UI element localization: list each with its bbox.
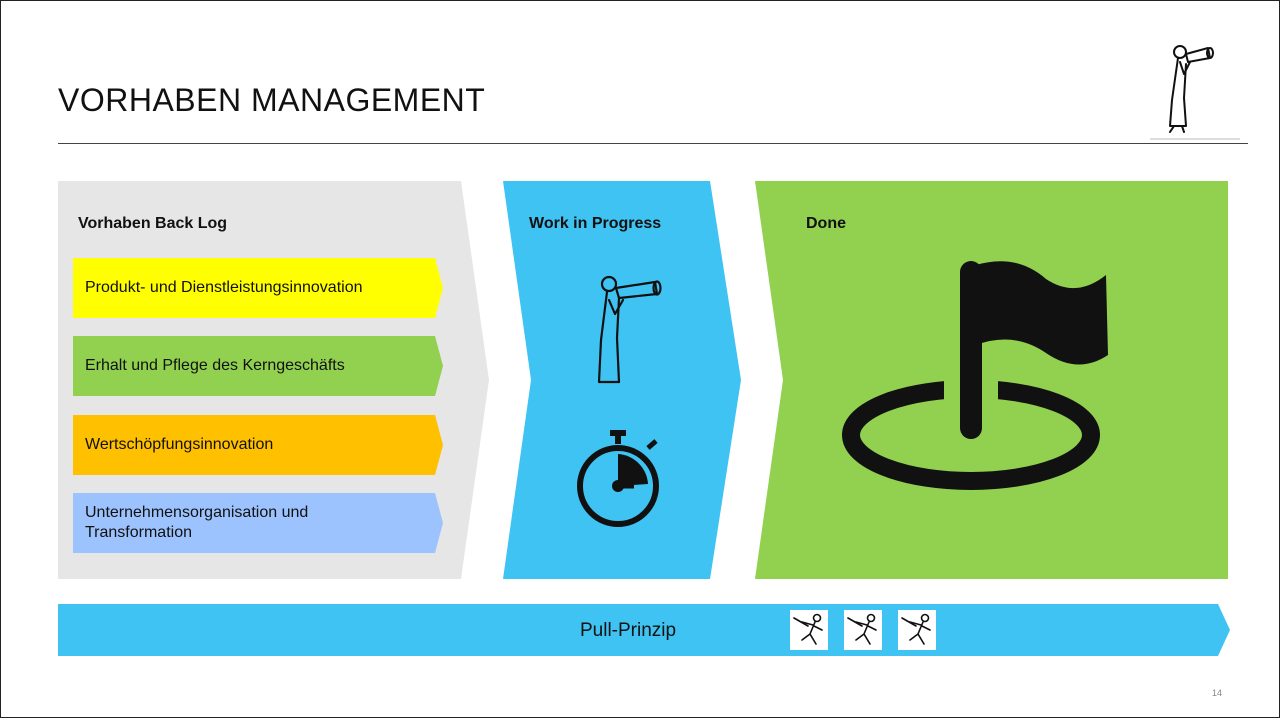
telescope-person-logo-icon bbox=[1150, 45, 1240, 140]
title-divider bbox=[58, 143, 1248, 144]
backlog-item-product-innovation: Produkt- und Dienstleistungsinnovation bbox=[73, 258, 443, 318]
backlog-item-label: Erhalt und Pflege des Kerngeschäfts bbox=[85, 357, 345, 374]
pull-principle-label: Pull-Prinzip bbox=[580, 620, 677, 641]
backlog-item-transformation: Unternehmensorganisation und Transformat… bbox=[73, 493, 443, 553]
done-label: Done bbox=[806, 215, 846, 232]
page-number: 14 bbox=[1212, 688, 1223, 698]
backlog-item-label: Unternehmensorganisation und Transformat… bbox=[85, 504, 309, 541]
runner-icon bbox=[844, 610, 882, 650]
wip-column bbox=[503, 181, 741, 579]
backlog-item-label: Wertschöpfungsinnovation bbox=[85, 436, 274, 453]
telescope-person-icon bbox=[597, 275, 662, 384]
backlog-item-label: Produkt- und Dienstleistungsinnovation bbox=[85, 279, 363, 296]
runner-icon bbox=[790, 610, 828, 650]
backlog-item-value-innovation: Wertschöpfungsinnovation bbox=[73, 415, 443, 475]
backlog-label: Vorhaben Back Log bbox=[78, 215, 228, 232]
backlog-item-core-business: Erhalt und Pflege des Kerngeschäfts bbox=[73, 336, 443, 396]
slide-title: VORHABEN MANAGEMENT bbox=[58, 82, 486, 118]
stopwatch-icon bbox=[577, 430, 659, 527]
runner-icon bbox=[898, 610, 936, 650]
pull-principle-bar bbox=[58, 604, 1230, 656]
flag-on-target-icon bbox=[842, 261, 1108, 490]
wip-label: Work in Progress bbox=[529, 215, 662, 232]
